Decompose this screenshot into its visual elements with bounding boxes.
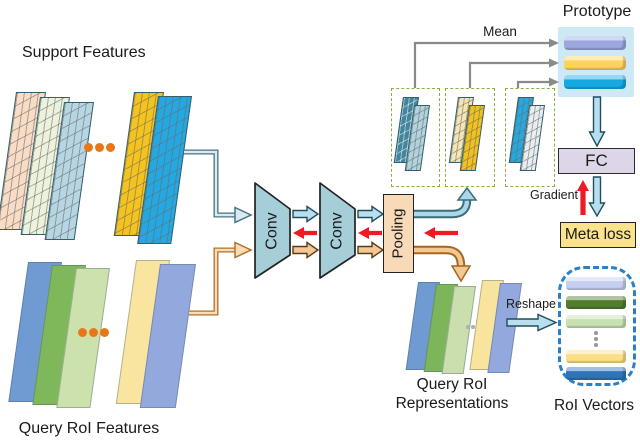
pooled-support-box-3 [505, 88, 555, 187]
forward-arrow-blue-1-icon [292, 205, 320, 223]
query-ellipsis-dot [89, 328, 98, 337]
fc-to-metaloss-arrow-icon [588, 176, 606, 218]
pooling-to-query-curve [413, 245, 466, 267]
backward-arrow-red-2-icon [358, 227, 382, 239]
support-to-conv-connector-inner [184, 150, 235, 217]
query-ellipsis-dot [100, 328, 109, 337]
pooling-support-arrowhead-icon [456, 186, 478, 201]
roi-vector-5 [566, 367, 626, 380]
roi-vectors-label: RoI Vectors [553, 397, 635, 414]
pooling-query-arrowhead-icon [450, 265, 472, 283]
roi-ellipsis-dot [594, 331, 598, 335]
reshape-label: Reshape [505, 297, 557, 311]
gradient-label: Gradient [530, 188, 578, 202]
conv1-label: Conv [263, 212, 281, 250]
mean-line-2 [468, 61, 549, 88]
roi-ellipsis-dot [594, 343, 598, 347]
support-ellipsis-dot [106, 143, 115, 152]
pooling-to-query-curve-inner [413, 247, 464, 267]
prototype-title: Prototype [562, 3, 632, 20]
roi-ellipsis-dot [594, 337, 598, 341]
support-connector-arrowhead-icon [234, 206, 253, 224]
query-to-conv-connector-inner [189, 248, 235, 315]
mean-line-1 [413, 41, 549, 88]
prototype-vector-2 [564, 56, 626, 70]
forward-arrow-orange-1-icon [292, 241, 320, 259]
pooling-to-support-curve-inner [413, 199, 470, 217]
prototype-vector-1 [564, 36, 626, 50]
pooled-support-box-2 [445, 88, 495, 187]
query-connector-arrowhead-icon [234, 241, 253, 259]
roi-vector-2 [566, 296, 626, 309]
query-roi-representations-label-line2: Representations [395, 395, 509, 412]
pooling-block: Pooling [383, 194, 414, 273]
query-ellipsis-dot [78, 328, 87, 337]
backward-arrow-red-3-icon [424, 227, 458, 239]
meta-loss-block: Meta loss [560, 222, 636, 248]
forward-arrow-orange-2-icon [357, 241, 385, 259]
conv2-label: Conv [328, 212, 346, 250]
query-roi-representations-label-line1: Query RoI [416, 376, 488, 393]
pooled-support-box-1 [391, 88, 440, 187]
pooling-to-support-curve [413, 199, 472, 219]
roi-vector-3 [566, 315, 626, 328]
gradient-arrow-icon [577, 180, 589, 215]
pooling-label: Pooling [390, 208, 408, 259]
support-ellipsis-dot [95, 143, 104, 152]
fc-block: FC [558, 148, 635, 174]
query-to-conv-connector [189, 247, 235, 316]
support-features-label: Support Features [22, 44, 146, 61]
roi-vector-1 [566, 277, 626, 290]
roi-vector-4 [566, 350, 626, 363]
prototype-to-fc-arrow-icon [588, 96, 606, 148]
rep-ellipsis-dot [471, 325, 475, 329]
meta-loss-label: Meta loss [564, 226, 632, 243]
fc-label: FC [585, 151, 608, 170]
rep-ellipsis-dot [466, 325, 470, 329]
query-roi-features-label: Query RoI Features [18, 420, 160, 437]
support-to-conv-connector [184, 149, 235, 218]
roi-vectors-container [558, 266, 636, 386]
backward-arrow-red-1-icon [293, 227, 317, 239]
support-ellipsis-dot [84, 143, 93, 152]
forward-arrow-blue-2-icon [357, 205, 385, 223]
prototype-vector-3 [564, 75, 626, 89]
mean-label: Mean [483, 24, 517, 39]
